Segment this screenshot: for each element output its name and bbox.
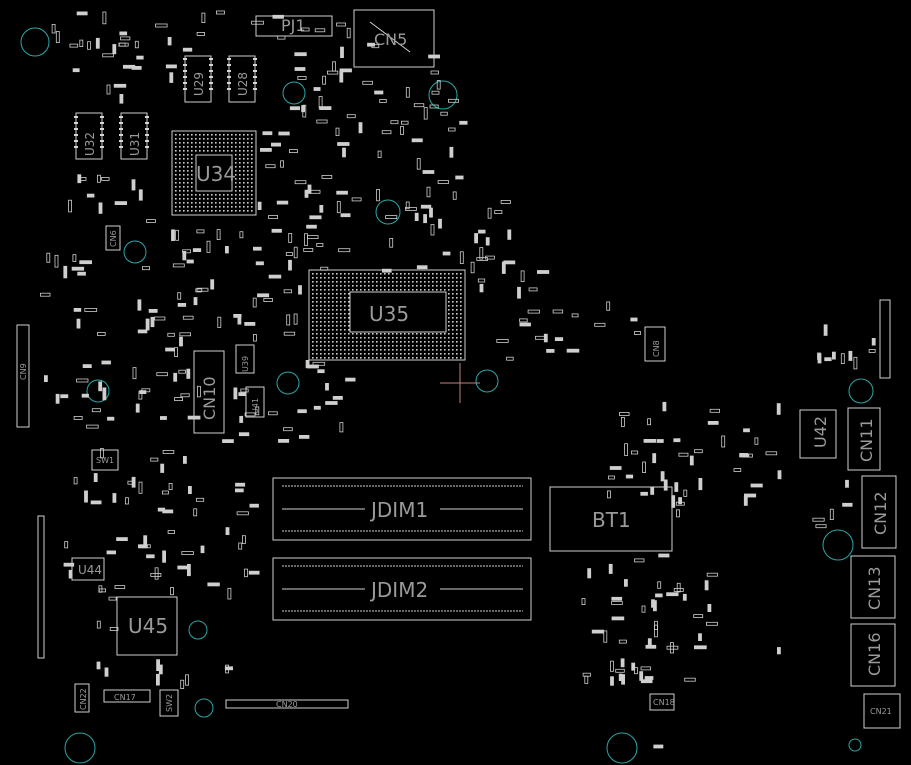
bt1-battery: BT1: [549, 486, 673, 552]
cn17-connector: CN17: [103, 689, 151, 703]
u31-chip: U31: [119, 112, 149, 160]
jdim2-label: JDIM2: [369, 578, 428, 602]
cn10-connector: CN10: [193, 350, 225, 434]
u45-chip: U45: [116, 596, 178, 656]
cn8-connector: CN8: [644, 326, 666, 362]
cn12-connector: CN12: [861, 475, 897, 549]
cn16-connector: CN16: [850, 623, 896, 687]
cn13-connector: CN13: [850, 555, 896, 619]
crosshair-cursor-icon: [440, 363, 480, 403]
sw2-switch: SW2: [159, 689, 179, 717]
u35-cpu-bga: U35: [308, 269, 466, 361]
cn20-connector: CN20: [225, 699, 349, 709]
cn11-label: CN11: [857, 419, 876, 463]
sw2-label: SW2: [165, 694, 174, 712]
u39-chip: U39: [235, 344, 255, 374]
left-edge-connector: [37, 515, 45, 659]
cn18-connector: CN18: [649, 693, 675, 711]
pj1-connector: PJ1: [255, 15, 333, 37]
u31-label: U31: [128, 132, 142, 156]
cn21-label: CN21: [870, 707, 892, 716]
right-edge-connector: [879, 299, 891, 379]
u34-ball-grid: [175, 134, 253, 212]
u44-label: U44: [78, 563, 102, 577]
u32-chip: U32: [74, 112, 104, 160]
cn12-label: CN12: [871, 492, 890, 536]
jdim2-memory-slot: JDIM2: [272, 557, 532, 621]
cn10-label: CN10: [200, 377, 219, 421]
cn17-label: CN17: [114, 693, 136, 702]
cn5-label: CN5: [374, 30, 407, 49]
u35-ball-grid: [312, 273, 462, 359]
u34-bga-chip: U34: [171, 130, 257, 216]
sw1-switch: SW1: [91, 449, 119, 471]
u44-chip: U44: [71, 557, 105, 581]
cn9-connector: CN9: [16, 324, 30, 428]
u41-label: U41: [251, 398, 260, 414]
u34-label: U34: [196, 162, 236, 186]
u28-label: U28: [236, 72, 250, 96]
cn18-label: CN18: [653, 698, 675, 707]
cn13-label: CN13: [865, 567, 884, 611]
mounting-holes: [20, 27, 874, 764]
cn16-label: CN16: [865, 633, 884, 677]
cn22-connector: CN22: [74, 683, 90, 713]
u29-chip: U29: [183, 55, 213, 103]
cn22-label: CN22: [79, 688, 88, 710]
u35-label: U35: [369, 302, 409, 326]
u45-label: U45: [128, 614, 168, 638]
small-components: [40, 10, 876, 749]
u41-chip: U41: [245, 386, 265, 418]
cn5-connector: CN5: [353, 9, 435, 68]
cn6-connector: CN6: [105, 225, 121, 251]
cn8-label: CN8: [652, 340, 661, 357]
cn9-label: CN9: [19, 363, 28, 380]
cn6-label: CN6: [109, 230, 118, 247]
u32-label: U32: [83, 132, 97, 156]
cn21-connector: CN21: [863, 693, 901, 729]
u42-label: U42: [811, 416, 830, 448]
u28-chip: U28: [227, 55, 257, 103]
jdim1-memory-slot: JDIM1: [272, 477, 532, 541]
bt1-label: BT1: [592, 508, 631, 532]
jdim1-label: JDIM1: [369, 498, 428, 522]
u42-chip: U42: [799, 409, 837, 459]
u39-label: U39: [241, 356, 250, 372]
cn20-label: CN20: [276, 700, 298, 709]
pj1-label: PJ1: [281, 16, 306, 35]
cn11-connector: CN11: [847, 407, 881, 471]
sw1-label: SW1: [96, 456, 114, 465]
u29-label: U29: [192, 72, 206, 96]
